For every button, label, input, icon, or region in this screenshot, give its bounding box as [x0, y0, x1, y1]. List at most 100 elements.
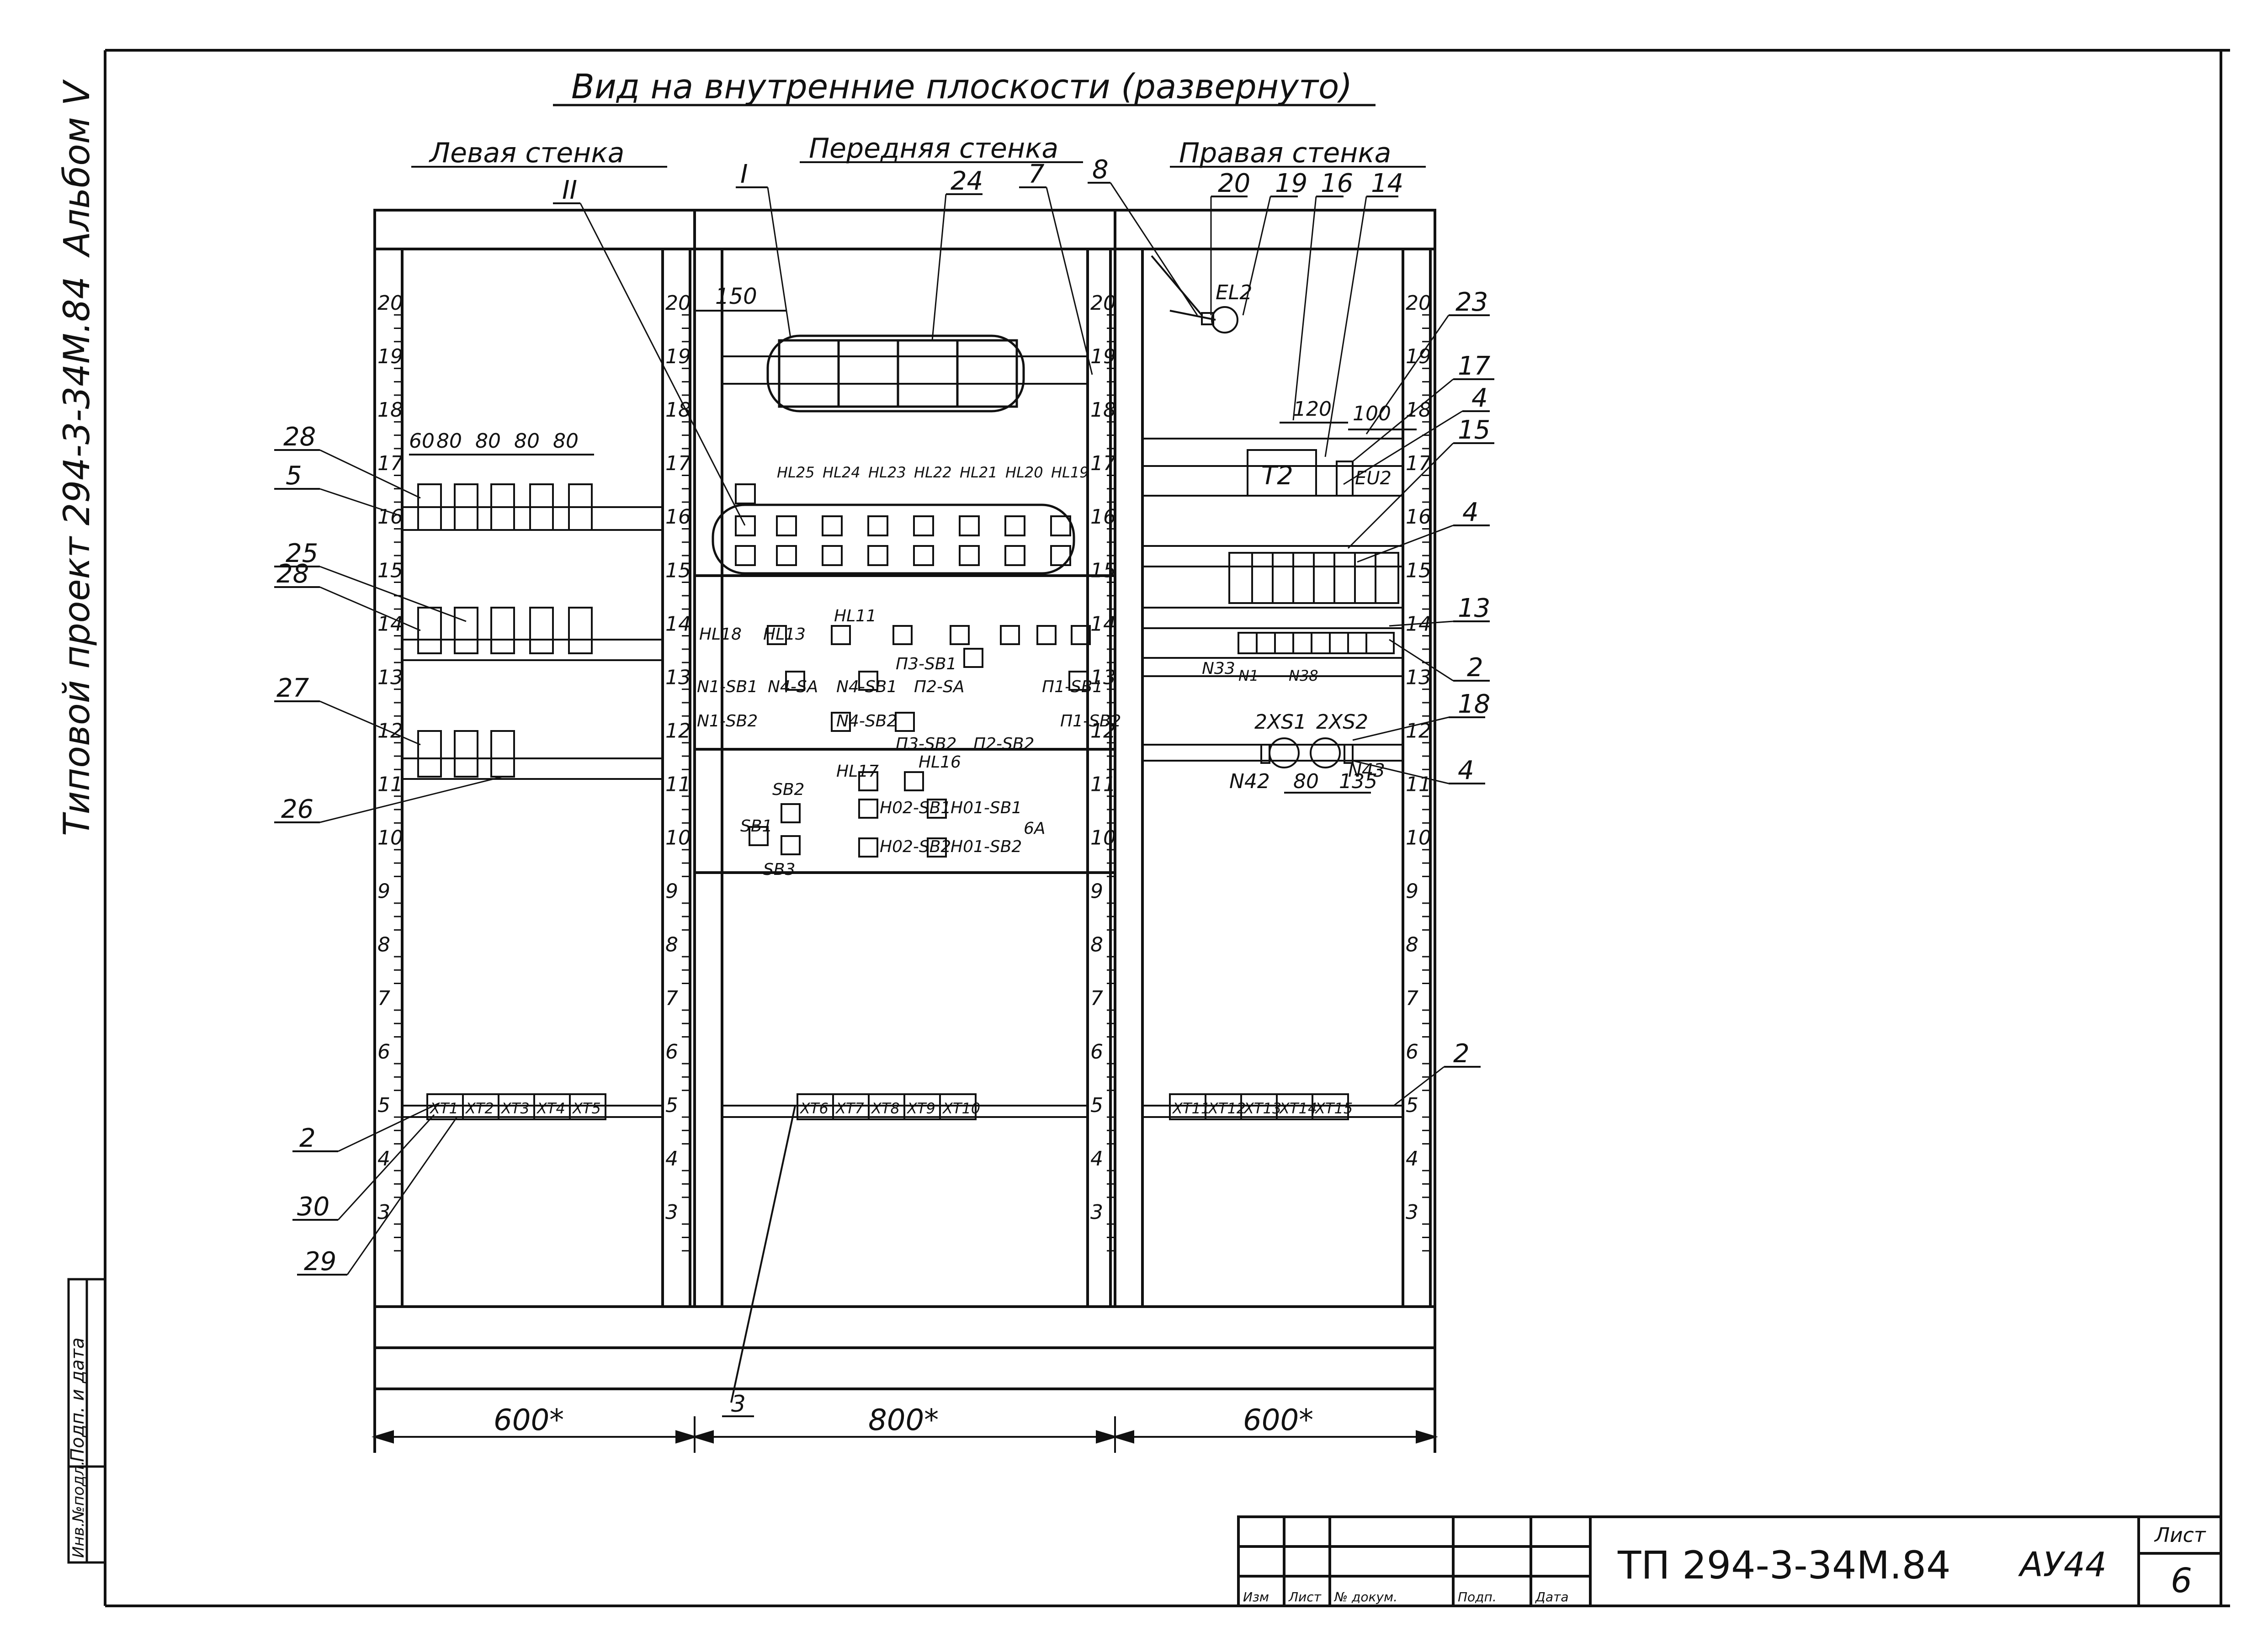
device-label: T2 [1261, 461, 1293, 491]
control-label: 6A [1024, 819, 1046, 838]
rail-number: 6 [377, 1040, 390, 1064]
rail-number: 6 [1090, 1040, 1103, 1064]
rail-number: 19 [1090, 345, 1116, 368]
device-label: N42 [1229, 770, 1270, 793]
callout-leader [1343, 410, 1463, 485]
rail-number: 19 [1406, 345, 1431, 368]
lamp-matrix [712, 503, 1075, 575]
rail-number: 14 [665, 612, 691, 635]
callout-leader [931, 194, 947, 341]
dim-150: 150 [695, 284, 786, 312]
control-switch [781, 803, 801, 823]
callout-leader [1393, 1066, 1445, 1107]
callout-leader [1347, 442, 1454, 549]
lamp-label: HL21 [960, 464, 998, 481]
rail-number: 18 [1090, 398, 1116, 422]
callout-leader [338, 1102, 439, 1152]
callout-leader [1292, 196, 1317, 421]
rail-number: 20 [377, 291, 403, 315]
stamp-inv-no: Инв.№подл. [69, 1461, 88, 1558]
callout-label: 28 [276, 559, 309, 589]
title-column-label: Изм [1243, 1589, 1269, 1605]
rail-number: 4 [377, 1147, 390, 1170]
control-switch [1000, 625, 1020, 645]
callout-leader [319, 586, 421, 631]
control-label: П1-SB1 [1042, 678, 1103, 696]
rail-number: 16 [1090, 505, 1116, 529]
terminal-label: XT11 [1172, 1100, 1210, 1117]
dim-135: 135 [1339, 770, 1377, 793]
rail-number: 15 [377, 559, 403, 582]
terminal-label: XT5 [572, 1100, 601, 1117]
rail-number: 17 [665, 452, 691, 475]
relay-block [529, 607, 554, 654]
rail-number: 7 [665, 987, 678, 1010]
rail-number: 20 [1090, 291, 1116, 315]
callout-label: 28 [283, 422, 316, 452]
drawing-code: АУ44 [2018, 1545, 2107, 1584]
lamp-label: HL22 [914, 464, 952, 481]
control-switch [831, 625, 851, 645]
callout-label: 8 [1092, 155, 1109, 185]
control-switch [927, 837, 947, 858]
control-switch [858, 771, 878, 791]
spacing-80-b: 80 [475, 429, 501, 453]
rail-right_inner [1087, 248, 1116, 1308]
callout-label: 20 [1218, 169, 1250, 198]
callout-leader [319, 449, 421, 499]
dim-100: 100 [1353, 402, 1391, 425]
left-stamp [67, 1278, 106, 1564]
main-title: Вид на внутренние плоскости (развернуто) [571, 67, 1352, 106]
rail-number: 10 [1090, 826, 1116, 850]
terminal-block [1312, 1093, 1349, 1120]
callout-label: 2 [1453, 1039, 1470, 1069]
rail-number: 7 [377, 987, 390, 1010]
control-label: HL13 [763, 625, 806, 644]
title-column-label: Лист [1288, 1589, 1322, 1605]
rail-number: 15 [1090, 559, 1116, 582]
relay-block [490, 483, 515, 531]
width-dimensions [372, 1416, 1438, 1453]
callout-leader [1365, 315, 1450, 434]
rail-number: 11 [665, 773, 691, 796]
lamp [959, 515, 980, 536]
rail-number: 6 [665, 1040, 678, 1064]
terminal-label: XT13 [1243, 1100, 1281, 1117]
control-switch [1036, 625, 1057, 645]
right-dims: 120 100 80 135 [1280, 397, 1417, 794]
control-label: N4-SB2 [836, 712, 897, 731]
callout-leader [319, 488, 403, 517]
rail-number: 9 [377, 880, 390, 903]
rail-number: 12 [1406, 719, 1431, 742]
spacing-80-a: 80 [436, 429, 462, 453]
callout-label: 25 [286, 539, 318, 568]
callout-label: 29 [304, 1247, 336, 1276]
lamp [735, 545, 756, 566]
lamp [776, 515, 797, 536]
callout-label: 4 [1471, 383, 1488, 413]
control-switch [927, 799, 947, 819]
rail-number: 19 [665, 345, 691, 368]
dim-150-text: 150 [715, 284, 757, 309]
control-label: N4-SB1 [836, 678, 897, 696]
rail-number: 17 [1406, 452, 1431, 475]
rail-number: 3 [377, 1201, 390, 1224]
callout-label: 15 [1458, 415, 1490, 445]
lamp-label: HL23 [868, 464, 906, 481]
callout-leader [1352, 716, 1449, 741]
callout-label: 2 [299, 1123, 316, 1153]
callout-leader [1110, 182, 1198, 316]
rail-number: 8 [1090, 933, 1103, 957]
sheet-number: 6 [2171, 1561, 2192, 1600]
rail-number: 20 [665, 291, 691, 315]
relay-block [490, 730, 515, 778]
right-wall-devices [1151, 255, 1399, 768]
lamp [1050, 545, 1071, 566]
control-label: H02-SB1 [880, 799, 951, 817]
relay-block [417, 607, 442, 654]
callout-leader [1389, 639, 1454, 682]
callout-leader [346, 1117, 458, 1275]
relay-block [454, 483, 478, 531]
